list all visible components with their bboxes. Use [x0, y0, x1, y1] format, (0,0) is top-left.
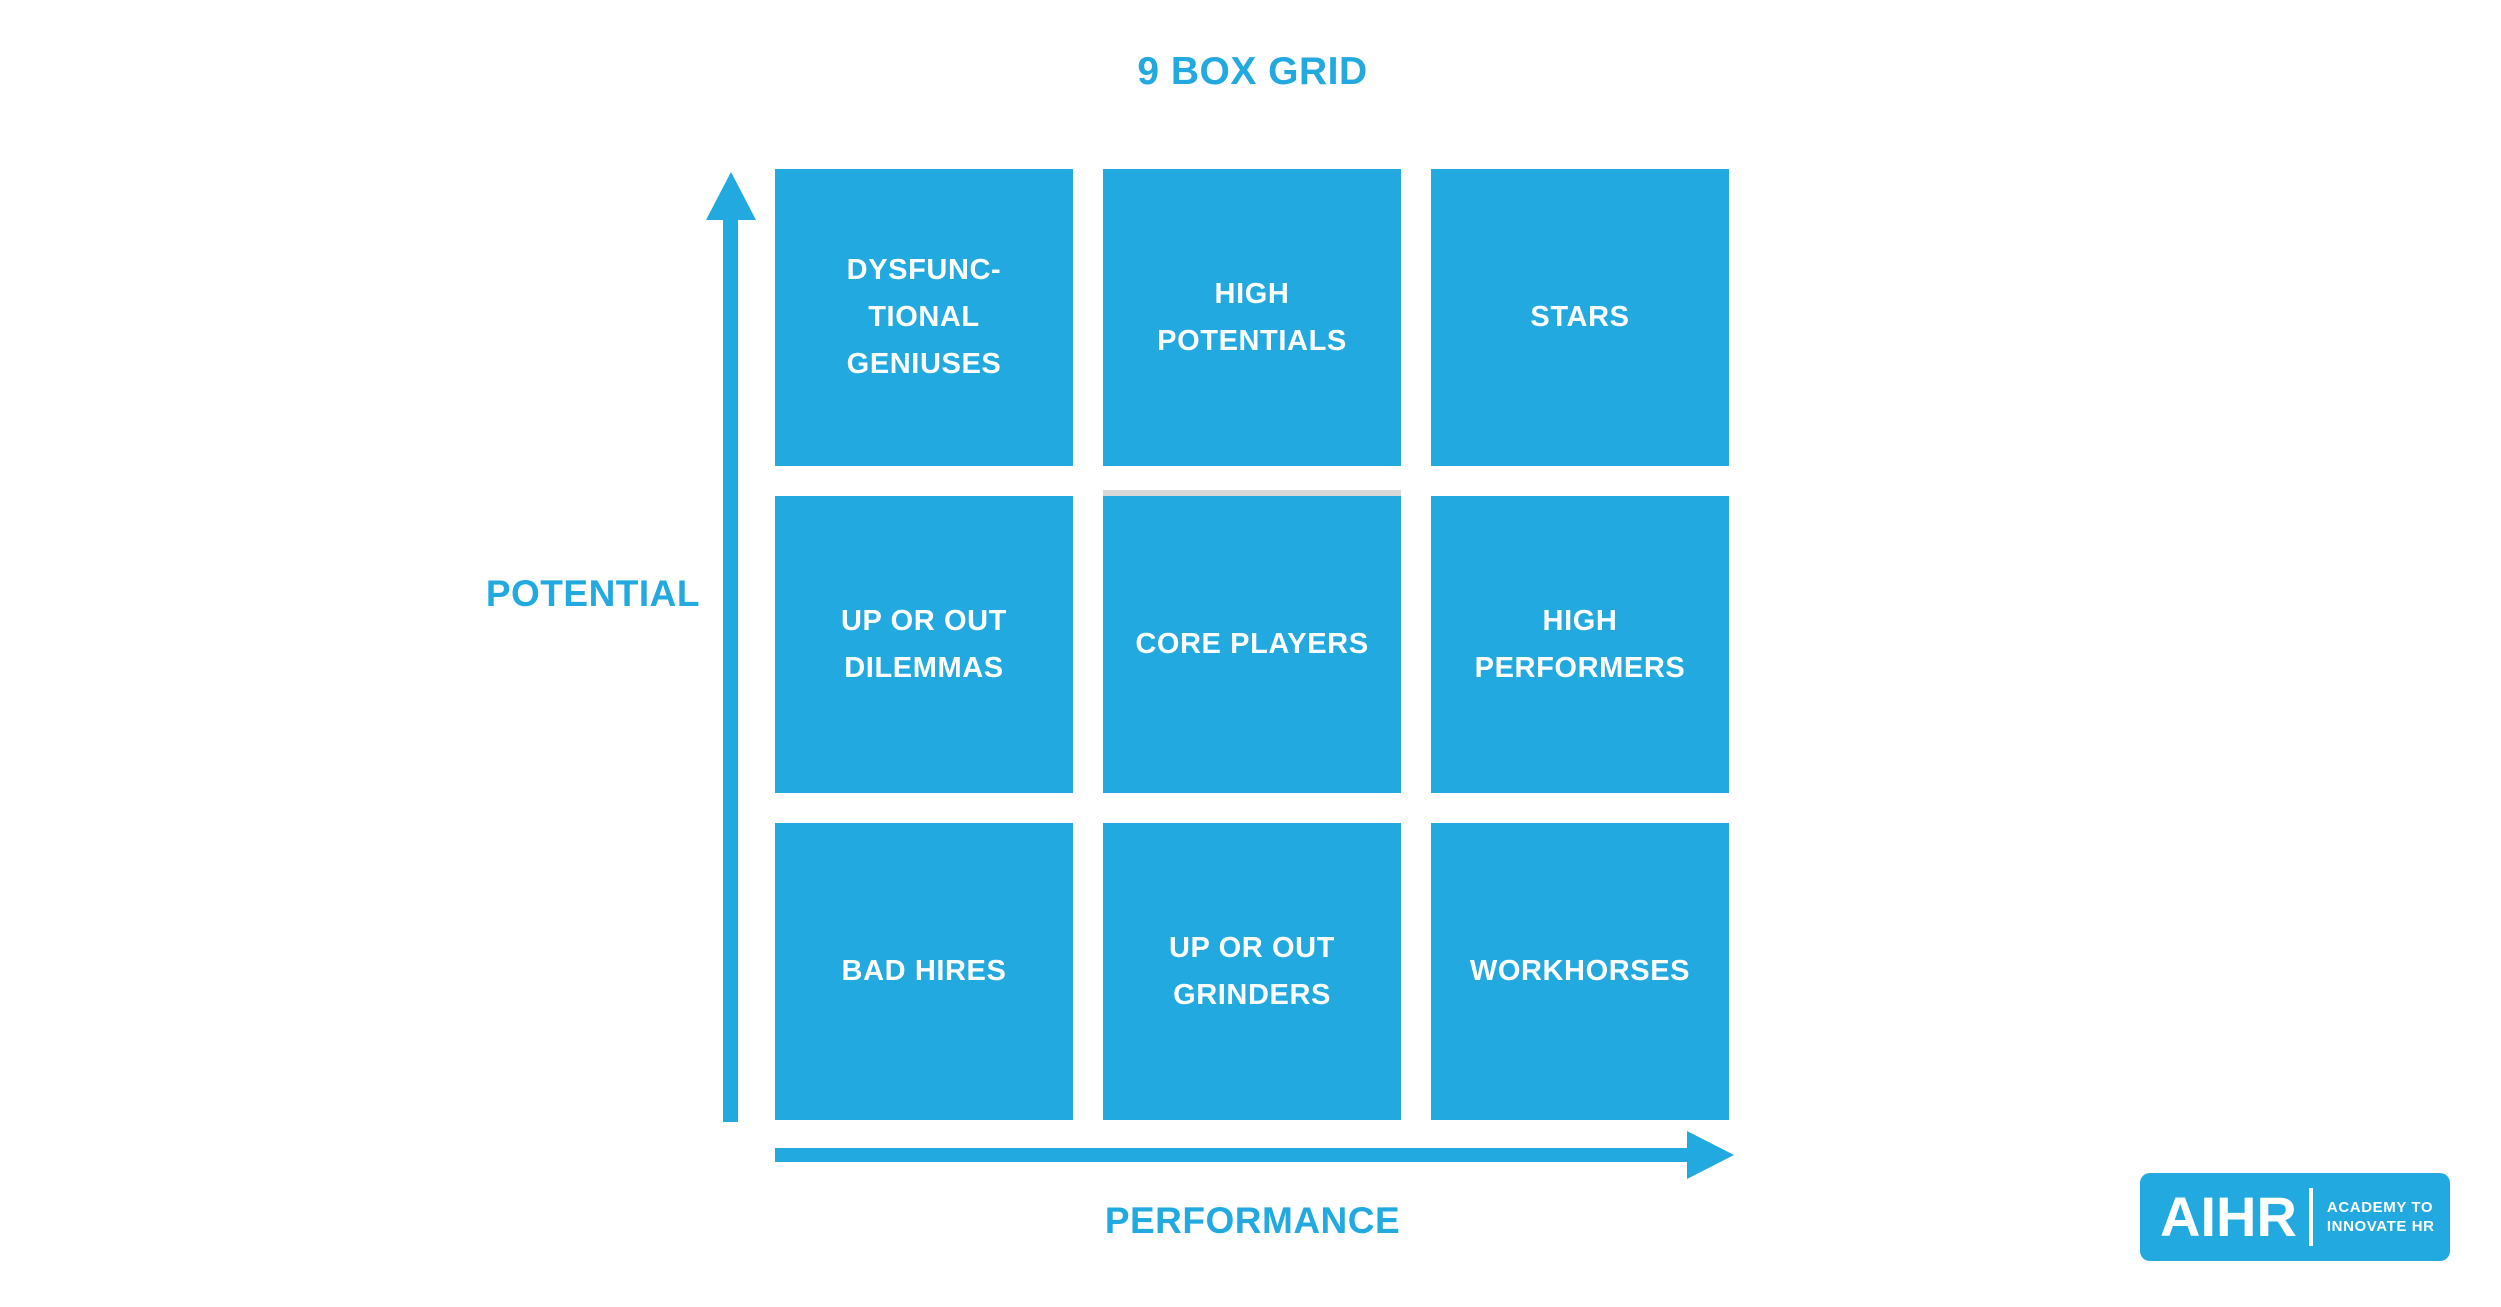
- grid-cell-up-or-out-dilemmas: UP OR OUT DILEMMAS: [775, 496, 1073, 793]
- grid-cell-core-players: CORE PLAYERS: [1103, 496, 1401, 793]
- grid-cell-label: DYSFUNC- TIONAL GENIUSES: [846, 254, 1002, 380]
- logo-divider: [2308, 1188, 2313, 1246]
- aihr-logo-tagline: ACADEMY TO INNOVATE HR: [2326, 1199, 2435, 1235]
- grid-cell-label: STARS: [1530, 301, 1630, 333]
- grid-cell-label: CORE PLAYERS: [1135, 628, 1369, 660]
- grid-cell-high-performers: HIGH PERFORMERS: [1431, 496, 1729, 793]
- arrow-right-icon: [1687, 1131, 1734, 1179]
- grid-cell-label: HIGH PERFORMERS: [1474, 604, 1686, 684]
- grid-cell-high-potentials: HIGH POTENTIALS: [1103, 169, 1401, 466]
- grid-cell-stars: STARS: [1431, 169, 1729, 466]
- potential-axis-arrow-shaft: [723, 216, 738, 1122]
- grid-cell-up-or-out-grinders: UP OR OUT GRINDERS: [1103, 823, 1401, 1120]
- grid-cell-label: HIGH POTENTIALS: [1157, 277, 1347, 357]
- y-axis-label: POTENTIAL: [485, 573, 700, 614]
- grid-cell-label: UP OR OUT GRINDERS: [1169, 931, 1335, 1011]
- center-cell-top-strip: [1103, 490, 1401, 496]
- grid-cell-label: UP OR OUT DILEMMAS: [841, 604, 1007, 684]
- aihr-logo-wordmark: AIHR: [2160, 1185, 2297, 1248]
- grid-cell-label: WORKHORSES: [1469, 955, 1691, 987]
- nine-box-grid: DYSFUNC- TIONAL GENIUSES HIGH POTENTIALS…: [775, 169, 1729, 1120]
- grid-cell-workhorses: WORKHORSES: [1431, 823, 1729, 1120]
- grid-cell-label: BAD HIRES: [841, 955, 1007, 987]
- arrow-up-icon: [706, 172, 756, 220]
- performance-axis-arrow-shaft: [775, 1148, 1690, 1162]
- aihr-logo: AIHR ACADEMY TO INNOVATE HR: [2140, 1173, 2450, 1261]
- grid-cell-bad-hires: BAD HIRES: [775, 823, 1073, 1120]
- x-axis-label: PERFORMANCE: [1104, 1200, 1401, 1241]
- page-title: 9 BOX GRID: [1137, 50, 1368, 93]
- grid-cell-dysfunctional-geniuses: DYSFUNC- TIONAL GENIUSES: [775, 169, 1073, 466]
